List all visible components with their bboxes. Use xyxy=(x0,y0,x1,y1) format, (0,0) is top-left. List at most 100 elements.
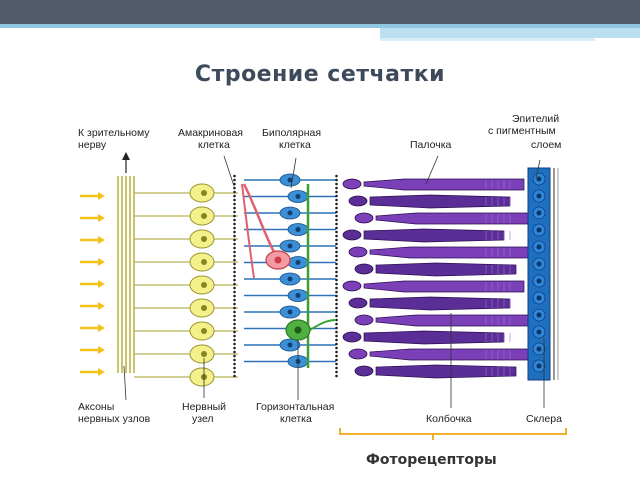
light-arrow-head xyxy=(98,214,105,222)
synapse-dot xyxy=(335,346,338,350)
label-epithelium-3: слоем xyxy=(531,139,561,151)
ganglion-nucleus xyxy=(201,190,207,196)
cone-nucleus xyxy=(342,229,362,241)
rod-nucleus xyxy=(342,280,362,292)
synapse-dot xyxy=(233,358,236,362)
light-arrow-head xyxy=(98,192,105,200)
label-leaders xyxy=(123,155,545,408)
synapse-dot xyxy=(335,338,338,342)
header-dark-band xyxy=(0,0,640,24)
bipolar-nucleus xyxy=(287,177,293,183)
synapse-dot xyxy=(335,314,338,318)
ganglion-nucleus xyxy=(201,305,207,311)
synapse-dot xyxy=(233,366,236,370)
synapse-dot xyxy=(233,370,236,374)
diagram-labels: К зрительному нерву Амакриновая клетка Б… xyxy=(78,113,562,425)
rod-body xyxy=(369,348,531,361)
synapse-dot xyxy=(335,198,338,202)
synapse-dot xyxy=(335,254,338,258)
cone-nucleus xyxy=(342,331,362,343)
epithelium-column xyxy=(527,167,551,381)
epithelium-pigment xyxy=(536,176,542,182)
synapse-dot xyxy=(335,334,338,338)
synapse-dot xyxy=(233,374,236,378)
synapse-dot xyxy=(233,346,236,350)
label-cone: Колбочка xyxy=(426,413,472,425)
synapse-dot xyxy=(233,278,236,282)
synapse-dot xyxy=(233,318,236,322)
pigment-epithelium xyxy=(527,167,559,381)
synapse-dot xyxy=(335,222,338,226)
optic-nerve-arrow xyxy=(122,152,130,173)
bipolar-nucleus xyxy=(287,309,293,315)
synapse-dot xyxy=(233,286,236,290)
amacrine-cell xyxy=(241,183,291,279)
label-amacrine-2: клетка xyxy=(198,139,230,151)
cone-body xyxy=(363,330,505,345)
rod-body xyxy=(363,280,525,293)
photoreceptors-caption: Фоторецепторы xyxy=(366,452,497,468)
synapse-dot xyxy=(233,326,236,330)
bipolar-nucleus xyxy=(287,243,293,249)
synapse-dot xyxy=(233,202,236,206)
synapse-dot xyxy=(335,290,338,294)
bipolar-nucleus xyxy=(287,276,293,282)
label-ganglion-1: Нервный xyxy=(182,401,226,413)
synapse-dot xyxy=(233,262,236,266)
photoreceptor-bracket xyxy=(339,428,567,440)
label-amacrine-1: Амакриновая xyxy=(178,127,243,139)
synapse-dot xyxy=(335,282,338,286)
synapse-dot xyxy=(233,226,236,230)
label-epithelium-2: с пигментным xyxy=(488,125,556,137)
synapse-dot xyxy=(335,270,338,274)
synapse-dot xyxy=(335,238,338,242)
synapse-dot xyxy=(335,186,338,190)
ganglion-nucleus xyxy=(201,213,207,219)
synapse-dot xyxy=(335,322,338,326)
cone-body xyxy=(369,296,511,311)
synapse-dot xyxy=(335,342,338,346)
synapse-dot xyxy=(233,238,236,242)
synapse-dot xyxy=(233,186,236,190)
synapse-dot xyxy=(233,290,236,294)
slide-title: Строение сетчатки xyxy=(194,62,446,87)
synapse-dot xyxy=(233,334,236,338)
bipolar-nucleus xyxy=(287,210,293,216)
synapse-dot xyxy=(233,282,236,286)
synapse-dot xyxy=(233,298,236,302)
synapse-dot xyxy=(335,286,338,290)
synapse-dot xyxy=(335,294,338,298)
synapse-dot xyxy=(233,206,236,210)
ganglion-layer xyxy=(134,183,238,387)
ganglion-nucleus xyxy=(201,351,207,357)
synapse-dot xyxy=(335,370,338,374)
epithelium-pigment xyxy=(536,346,542,352)
synapse-dot xyxy=(335,246,338,250)
label-sclera: Склера xyxy=(526,413,562,425)
epithelium-pigment xyxy=(536,363,542,369)
header-accent-tab xyxy=(380,28,640,38)
synapse-dot xyxy=(335,298,338,302)
synapse-dot xyxy=(335,330,338,334)
light-arrow-head xyxy=(98,368,105,376)
synapse-dot xyxy=(233,190,236,194)
label-ganglion-2: узел xyxy=(192,413,214,425)
photoreceptor-layer xyxy=(342,178,537,379)
synapse-dot xyxy=(233,342,236,346)
epithelium-pigment xyxy=(536,210,542,216)
synapse-dot xyxy=(335,178,338,182)
label-rod: Палочка xyxy=(410,139,452,151)
bipolar-nucleus xyxy=(295,194,301,199)
synapse-dot xyxy=(233,250,236,254)
synapse-dot xyxy=(335,182,338,186)
epithelium-pigment xyxy=(536,278,542,284)
synapse-dot xyxy=(335,354,338,358)
synapse-dot xyxy=(233,274,236,278)
synapse-dot xyxy=(335,230,338,234)
ganglion-nucleus xyxy=(201,328,207,334)
synapse-dot xyxy=(233,270,236,274)
rod-nucleus xyxy=(348,246,368,258)
synapse-dot xyxy=(233,338,236,342)
synapse-dot xyxy=(233,310,236,314)
synapse-dot xyxy=(335,366,338,370)
